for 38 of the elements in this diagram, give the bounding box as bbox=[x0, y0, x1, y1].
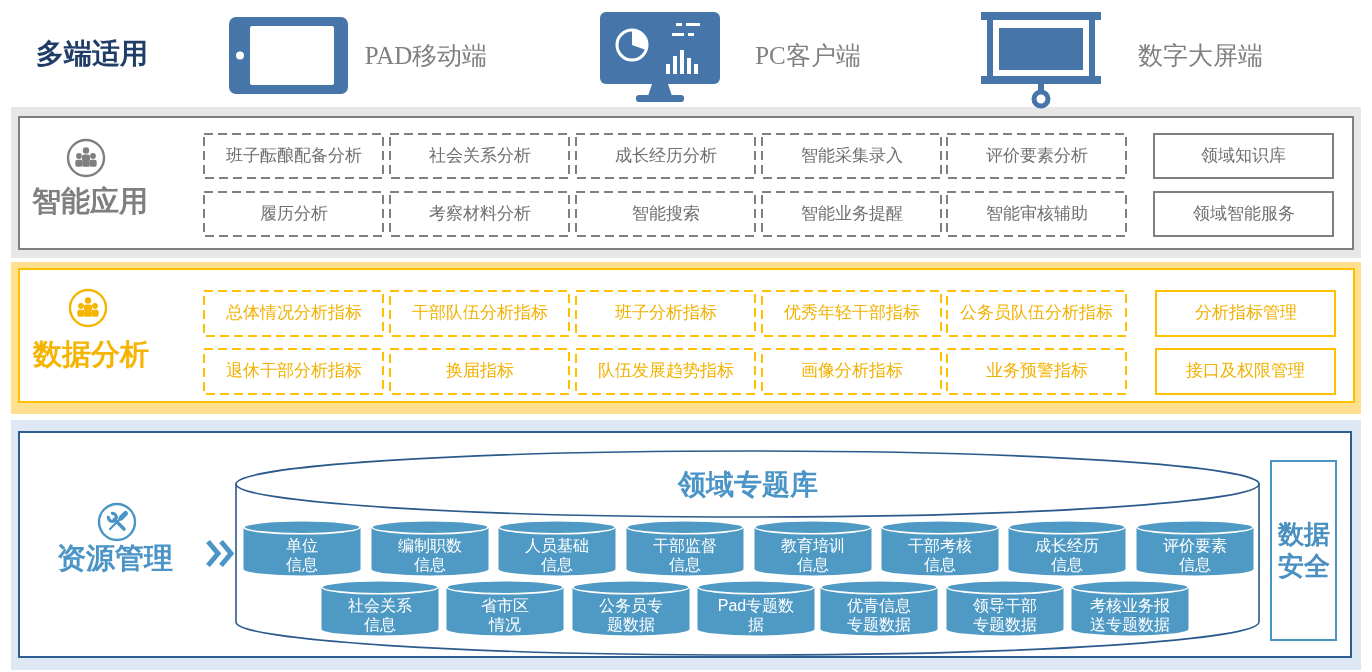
function-box: 智能审核辅助 bbox=[946, 191, 1127, 237]
management-box: 接口及权限管理 bbox=[1155, 348, 1336, 395]
layer-panel bbox=[11, 262, 1361, 414]
service-box: 领域智能服务 bbox=[1153, 191, 1334, 237]
indicator-box: 退休干部分析指标 bbox=[203, 348, 384, 395]
layer-panel bbox=[11, 420, 1361, 670]
function-box: 评价要素分析 bbox=[946, 133, 1127, 179]
layer-title: 数据分析 bbox=[33, 339, 149, 369]
indicator-box: 优秀年轻干部指标 bbox=[761, 290, 942, 337]
indicator-box: 公务员队伍分析指标 bbox=[946, 290, 1127, 337]
indicator-box: 换届指标 bbox=[389, 348, 570, 395]
layer-title: 资源管理 bbox=[57, 543, 173, 573]
database-cylinder bbox=[235, 450, 1260, 657]
function-box: 社会关系分析 bbox=[389, 133, 570, 179]
layer-panel bbox=[11, 107, 1361, 258]
function-box: 班子酝酿配备分析 bbox=[203, 133, 384, 179]
layer-title: 智能应用 bbox=[32, 186, 148, 216]
function-box: 智能搜索 bbox=[575, 191, 756, 237]
double-chevron-arrow bbox=[205, 539, 235, 568]
device-label: PC客户端 bbox=[755, 42, 861, 68]
security-box: 数据安全 bbox=[1270, 460, 1337, 641]
section-title: 多端适用 bbox=[36, 40, 148, 68]
function-box: 智能业务提醒 bbox=[761, 191, 942, 237]
management-box: 分析指标管理 bbox=[1155, 290, 1336, 337]
function-box: 履历分析 bbox=[203, 191, 384, 237]
indicator-box: 队伍发展趋势指标 bbox=[575, 348, 756, 395]
device-label: PAD移动端 bbox=[364, 42, 488, 68]
indicator-box: 班子分析指标 bbox=[575, 290, 756, 337]
service-box: 领域知识库 bbox=[1153, 133, 1334, 179]
function-box: 考察材料分析 bbox=[389, 191, 570, 237]
function-box: 成长经历分析 bbox=[575, 133, 756, 179]
indicator-box: 总体情况分析指标 bbox=[203, 290, 384, 337]
indicator-box: 画像分析指标 bbox=[761, 348, 942, 395]
indicator-box: 干部队伍分析指标 bbox=[389, 290, 570, 337]
device-label: 数字大屏端 bbox=[1137, 42, 1263, 68]
database-title: 领域专题库 bbox=[677, 471, 818, 499]
indicator-box: 业务预警指标 bbox=[946, 348, 1127, 395]
function-box: 智能采集录入 bbox=[761, 133, 942, 179]
